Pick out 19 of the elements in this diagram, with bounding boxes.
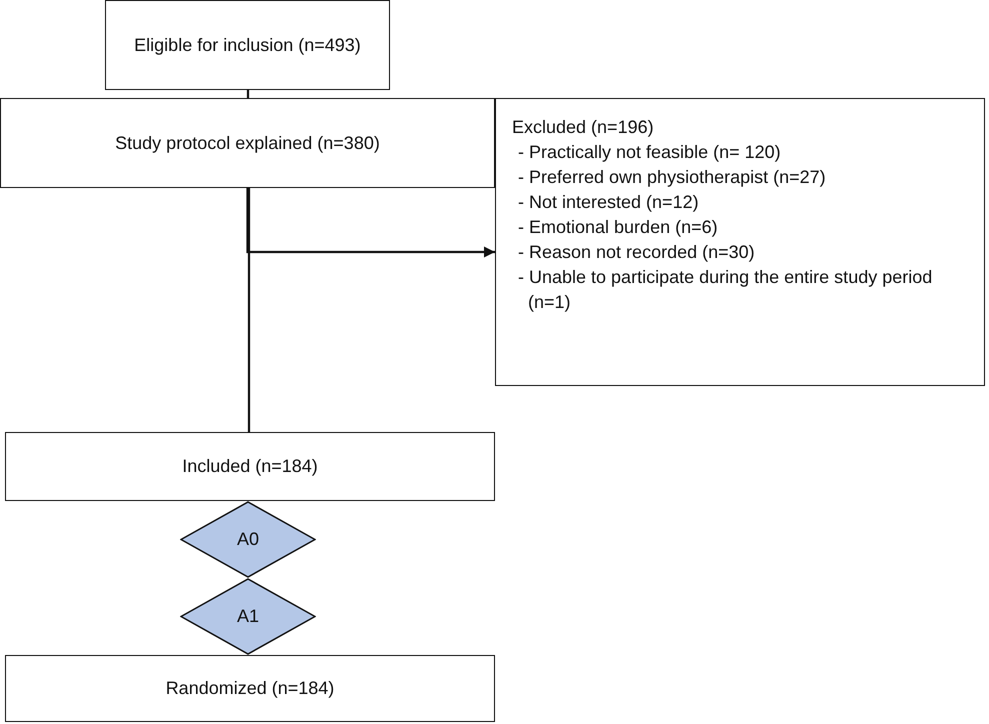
node-label: Study protocol explained (n=380)	[115, 132, 380, 154]
list-item: - Preferred own physiotherapist (n=27)	[517, 166, 826, 189]
list-item: - Emotional burden (n=6)	[517, 216, 718, 239]
process-box	[5, 432, 495, 501]
process-box	[0, 98, 495, 188]
node-label: Excluded (n=196)	[512, 116, 654, 139]
node-label: A0	[236, 529, 260, 550]
list-item: - Reason not recorded (n=30)	[517, 241, 755, 264]
node-label: Randomized (n=184)	[166, 678, 334, 699]
process-box	[5, 655, 495, 722]
list-item: - Practically not feasible (n= 120)	[517, 141, 781, 164]
connector-arrow	[246, 188, 495, 258]
node-label: Included (n=184)	[182, 456, 318, 477]
node-label: Eligible for inclusion (n=493)	[134, 34, 361, 56]
process-box	[105, 0, 390, 90]
list-item: - Unable to participate during the entire study period (n=1)	[517, 266, 934, 314]
node-label: A1	[236, 606, 260, 627]
list-item: - Not interested (n=12)	[517, 191, 699, 214]
process-box	[495, 98, 985, 386]
